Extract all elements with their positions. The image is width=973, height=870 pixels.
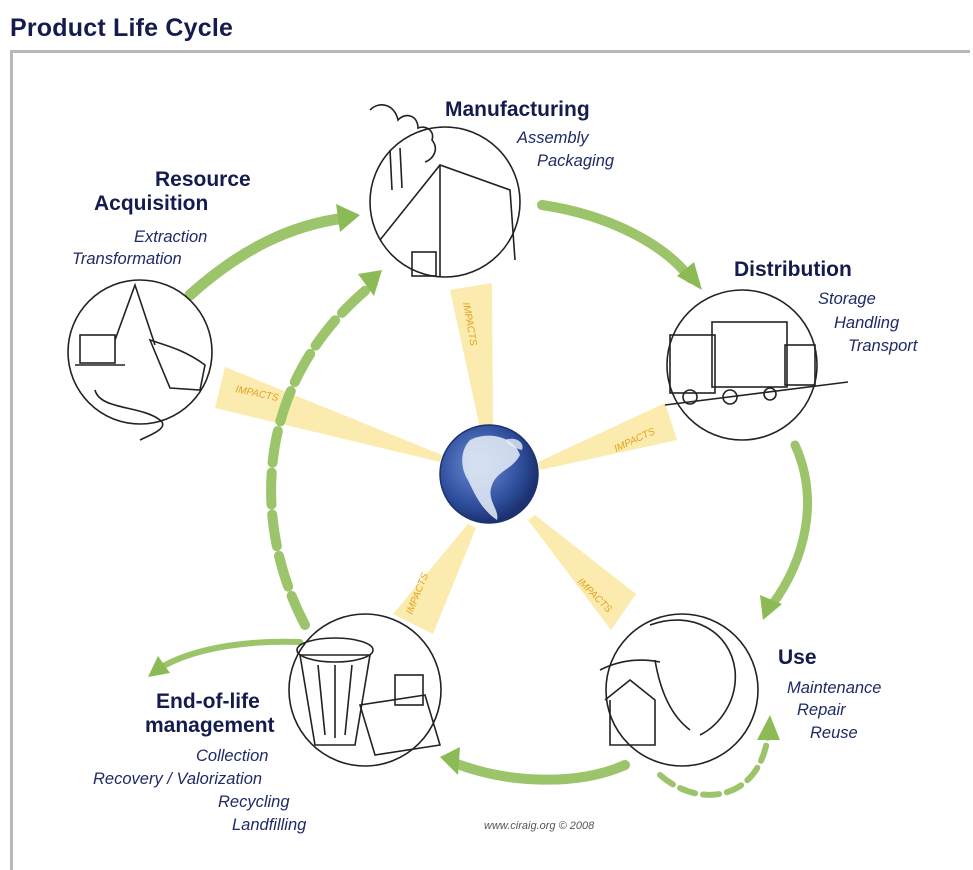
credit-text: www.ciraig.org © 2008 (484, 820, 595, 832)
manufacturing-illustration (369, 104, 521, 278)
arrowhead-use-to-end-of-life (440, 747, 460, 775)
stage-item-transport: Transport (848, 337, 918, 355)
stage-item-collection: Collection (196, 747, 269, 765)
stage-item-storage: Storage (818, 290, 876, 308)
stage-title-manufacturing: Manufacturing (445, 98, 590, 121)
stage-item-transformation: Transformation (72, 250, 182, 268)
stage-item-assembly: Assembly (517, 129, 589, 147)
arrow-manufacturing-to-distribution (537, 200, 695, 283)
distribution-illustration (664, 289, 849, 441)
stage-title-use: Use (778, 646, 817, 669)
resource-acquisition-illustration (67, 279, 213, 441)
stage-item-repair: Repair (797, 701, 846, 719)
impact-ray-end-of-life (393, 524, 476, 634)
impact-ray-distribution (538, 403, 677, 470)
arrow-distribution-to-use (767, 440, 812, 610)
arrowhead-end-of-life-out (148, 656, 170, 677)
stage-item-reuse: Reuse (810, 724, 858, 742)
stage-item-recycling: Recycling (218, 793, 290, 811)
arrowhead-manufacturing-to-distribution (677, 262, 702, 290)
impact-rays (215, 283, 677, 634)
arrow-resource-to-manufacturing (184, 212, 351, 301)
arrowhead-resource-to-manufacturing (336, 204, 360, 232)
stage-title-end-of-life-line2: management (145, 714, 275, 737)
use-illustration (599, 613, 759, 767)
stage-title-resource-line1: Resource (155, 168, 251, 191)
arrow-use-to-end-of-life (447, 757, 630, 785)
arrow-recycle-dashed (266, 280, 377, 630)
stage-item-landfilling: Landfilling (232, 816, 307, 834)
stage-item-handling: Handling (834, 314, 900, 332)
stage-item-recovery: Recovery / Valorization (93, 770, 263, 788)
diagram-frame (10, 50, 970, 870)
cycle-arrows (148, 200, 812, 798)
globe-icon (439, 424, 539, 524)
stage-title-distribution: Distribution (734, 258, 852, 281)
impact-ray-manufacturing (450, 283, 493, 428)
end-of-life-illustration (288, 613, 442, 767)
stage-title-resource-line2: Acquisition (94, 192, 209, 215)
arrowhead-recycle-dashed (358, 270, 382, 296)
stage-item-packaging: Packaging (537, 152, 615, 170)
stage-item-extraction: Extraction (134, 228, 208, 246)
arrowhead-reuse-dashed (757, 715, 780, 740)
stage-title-end-of-life-line1: End-of-life (156, 690, 260, 713)
arrow-end-of-life-out (157, 638, 303, 671)
stage-item-maintenance: Maintenance (787, 679, 882, 697)
impact-ray-resource (215, 367, 442, 462)
impact-ray-use (528, 515, 636, 630)
arrow-reuse-dashed (657, 732, 771, 798)
page-title: Product Life Cycle (10, 14, 234, 42)
arrowhead-distribution-to-use (760, 595, 782, 620)
